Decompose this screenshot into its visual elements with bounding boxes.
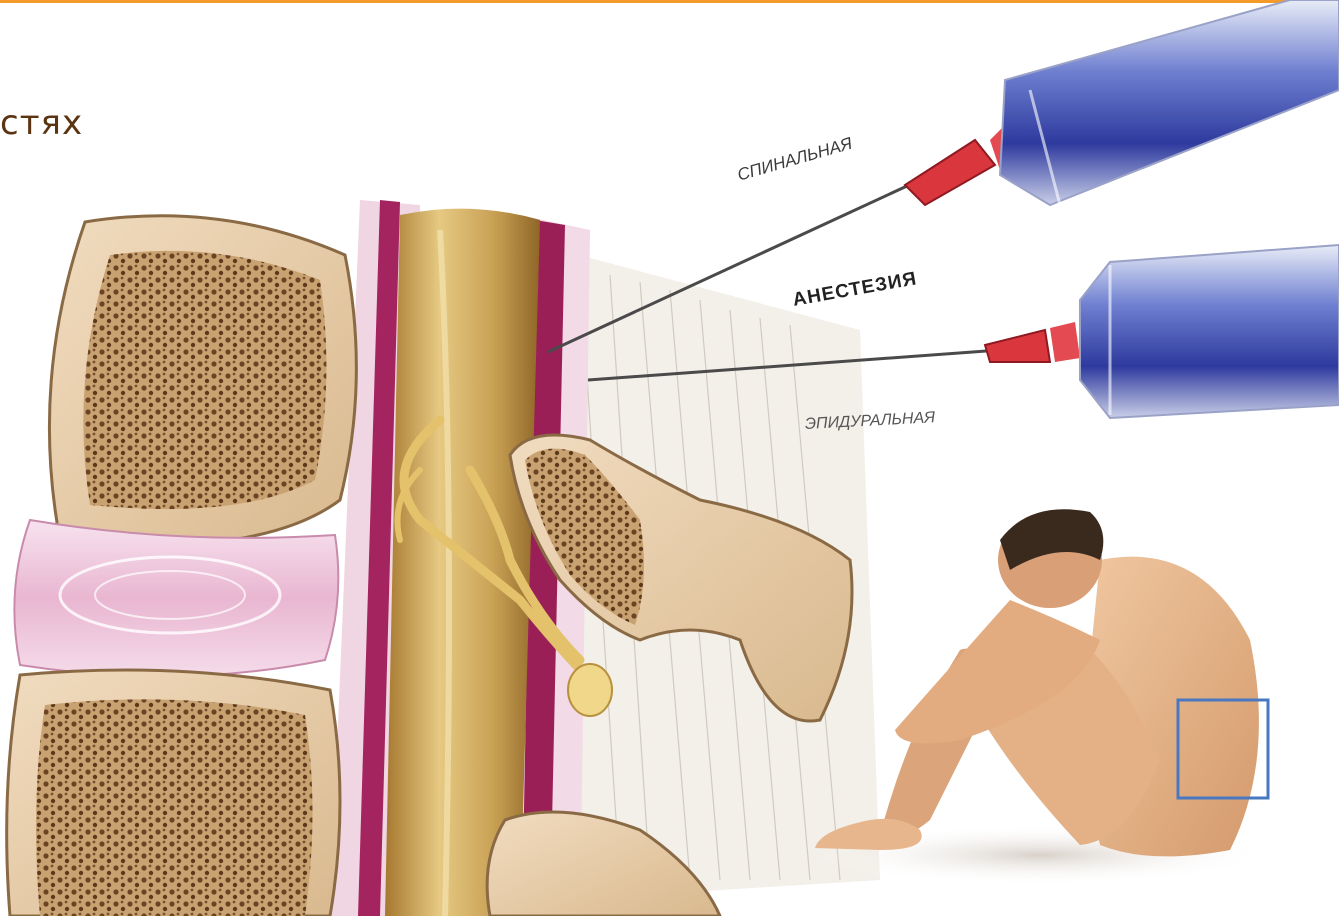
spinal-syringe [1000, 0, 1339, 205]
patient-figure [810, 509, 1270, 885]
vertebral-body-lower [7, 670, 340, 916]
intervertebral-disc [14, 520, 338, 676]
spinal-cord [385, 209, 540, 916]
vertebral-body-upper [49, 216, 356, 545]
nerve-ganglion [568, 664, 612, 716]
epidural-syringe [1080, 245, 1339, 418]
